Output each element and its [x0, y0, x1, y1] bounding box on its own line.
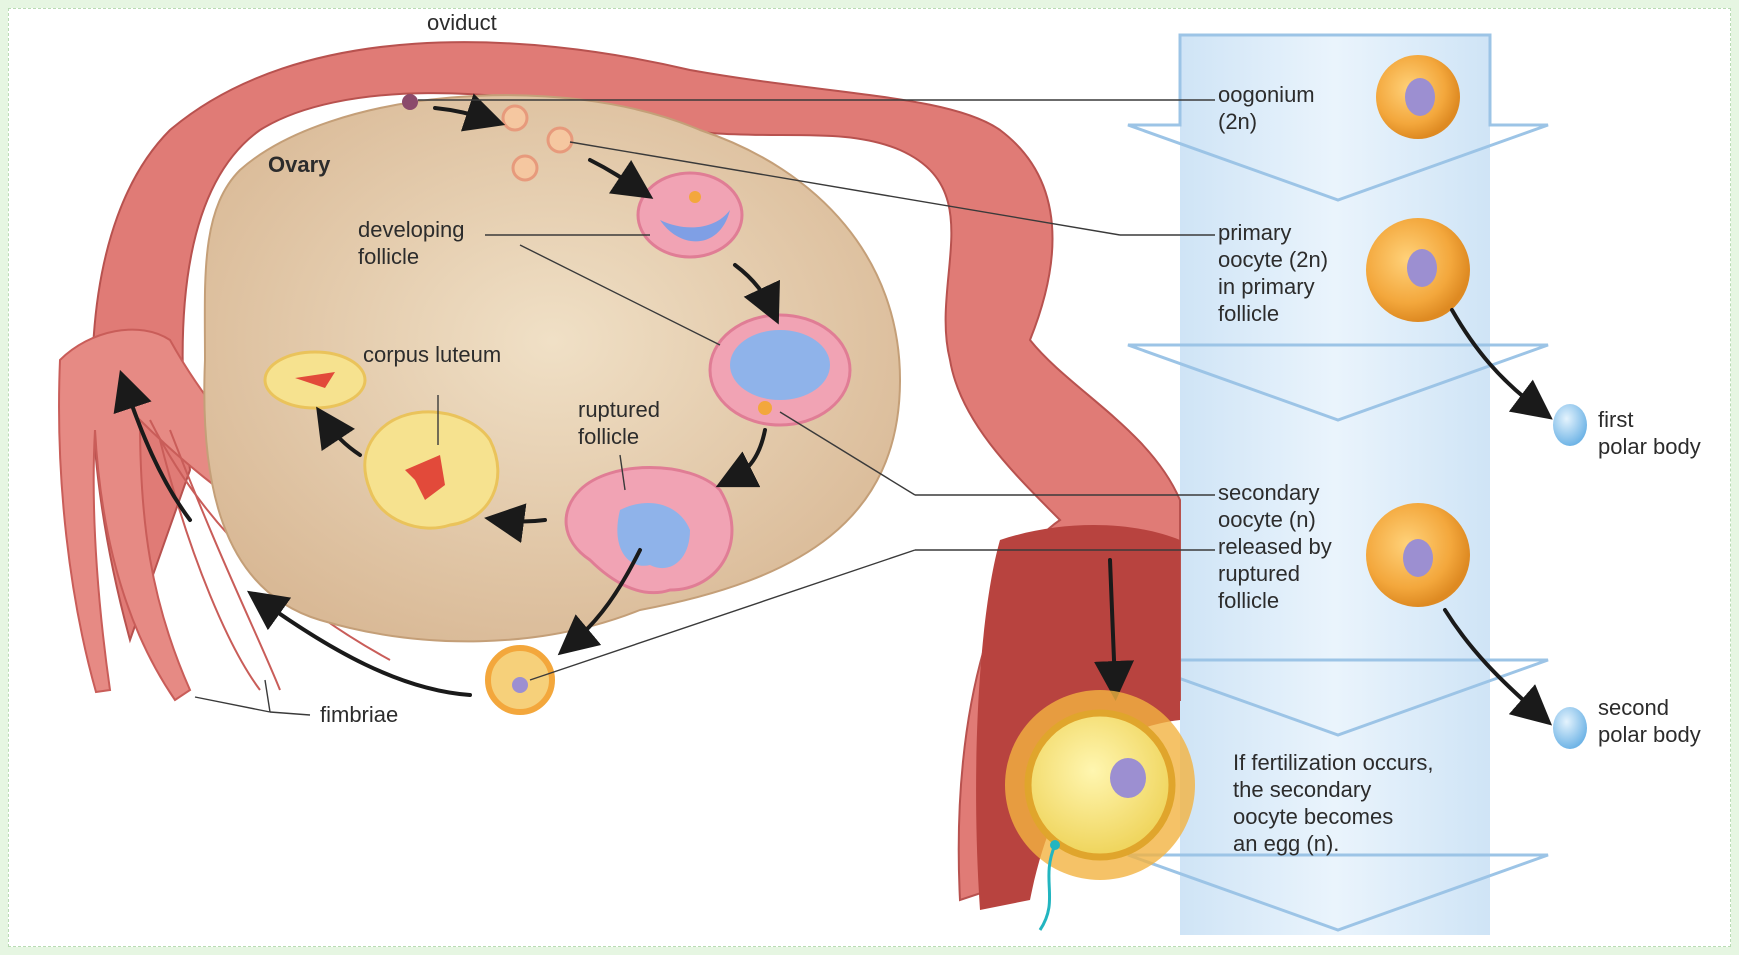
- label-oviduct: oviduct: [427, 10, 497, 35]
- label-primary-2: oocyte (2n): [1218, 247, 1328, 272]
- label-ruptured-follicle-2: follicle: [578, 424, 639, 449]
- fertilized-egg: [1005, 690, 1195, 930]
- label-ovary: Ovary: [268, 152, 331, 177]
- label-second-polar-2: polar body: [1598, 722, 1701, 747]
- label-fertilization-4: an egg (n).: [1233, 831, 1339, 856]
- label-secondary-5: follicle: [1218, 588, 1279, 613]
- oogonium-cell: [402, 94, 418, 110]
- label-first-polar-2: polar body: [1598, 434, 1701, 459]
- label-developing-follicle-2: follicle: [358, 244, 419, 269]
- label-secondary-3: released by: [1218, 534, 1332, 559]
- label-primary-3: in primary: [1218, 274, 1315, 299]
- label-oogonium-2: (2n): [1218, 109, 1257, 134]
- label-fertilization-3: oocyte becomes: [1233, 804, 1393, 829]
- label-corpus-luteum: corpus luteum: [363, 342, 501, 367]
- label-secondary-1: secondary: [1218, 480, 1320, 505]
- label-fertilization-2: the secondary: [1233, 777, 1371, 802]
- label-oogonium-1: oogonium: [1218, 82, 1315, 107]
- label-secondary-4: ruptured: [1218, 561, 1300, 586]
- label-fimbriae: fimbriae: [320, 702, 398, 727]
- small-follicle: [503, 106, 527, 130]
- label-second-polar-1: second: [1598, 695, 1669, 720]
- label-secondary-2: oocyte (n): [1218, 507, 1316, 532]
- small-follicle: [513, 156, 537, 180]
- second-polar-body: [1553, 707, 1587, 749]
- label-developing-follicle-1: developing: [358, 217, 464, 242]
- label-first-polar-1: first: [1598, 407, 1633, 432]
- label-primary-1: primary: [1218, 220, 1291, 245]
- small-follicle: [548, 128, 572, 152]
- label-fertilization-1: If fertilization occurs,: [1233, 750, 1434, 775]
- label-ruptured-follicle-1: ruptured: [578, 397, 660, 422]
- first-polar-body: [1553, 404, 1587, 446]
- label-primary-4: follicle: [1218, 301, 1279, 326]
